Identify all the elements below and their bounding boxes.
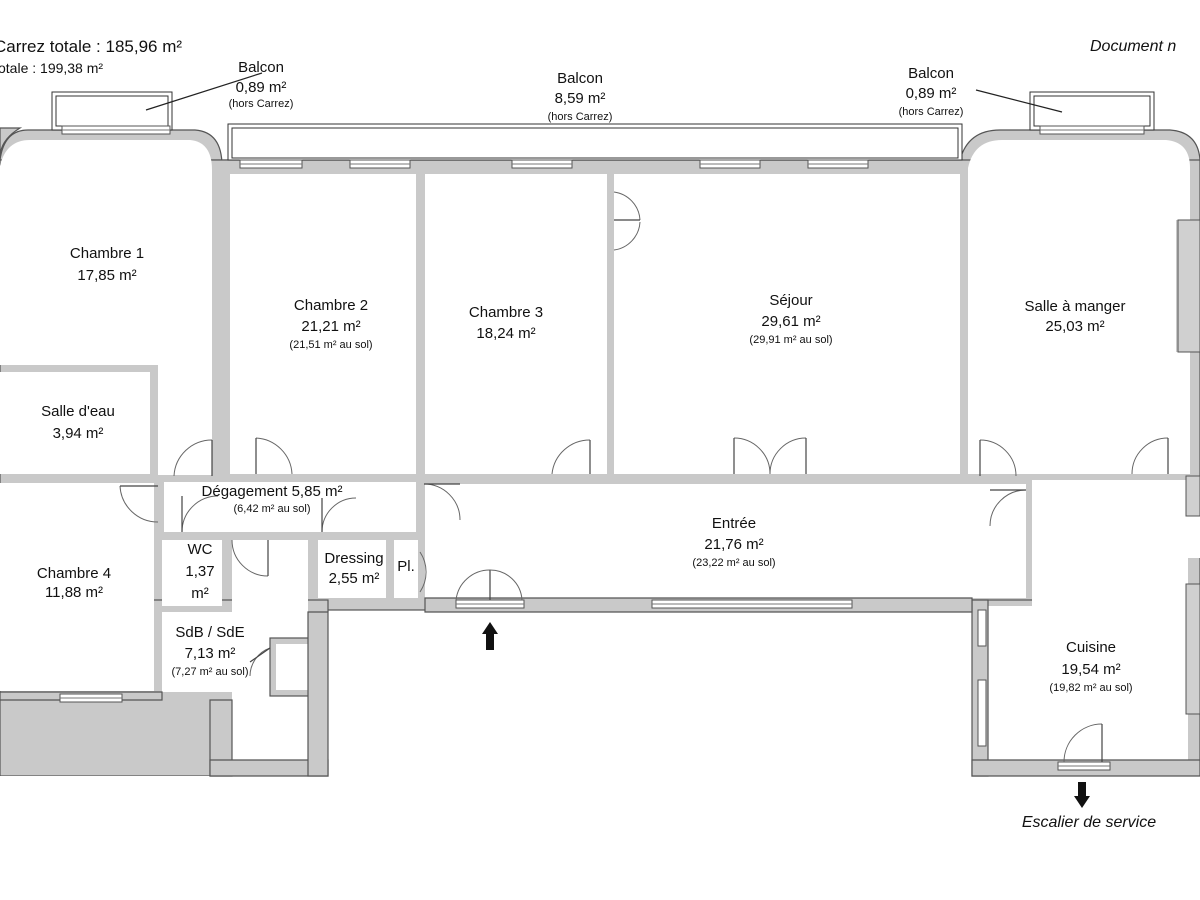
balcony-right-note: (hors Carrez) [899, 106, 964, 118]
sdb-name: SdB / SdE [175, 624, 244, 641]
leader-right [975, 89, 1063, 113]
sejour-name: Séjour [769, 292, 812, 309]
salle-eau-name: Salle d'eau [41, 403, 115, 420]
chambre-1-area [0, 140, 212, 475]
sdb-area [162, 540, 316, 760]
balcony-center-area: 8,59 m² [555, 90, 606, 107]
salle-a-manger-area [968, 140, 1190, 474]
chambre-1-area-text: 17,85 m² [77, 267, 136, 284]
service-stairs-text: Escalier de service [1022, 814, 1156, 831]
degagement-name: Dégagement 5,85 m² [202, 483, 343, 500]
chambre-4-area [0, 483, 154, 691]
balcony-left-note: (hors Carrez) [229, 98, 294, 110]
salle-eau-area [0, 372, 150, 474]
surface-total-text: otale : 199,38 m² [0, 60, 103, 76]
cuisine-area [988, 480, 1200, 770]
doors [119, 191, 1169, 763]
entree-area [425, 484, 1026, 598]
balcony-left-name: Balcon [238, 59, 284, 76]
windows [59, 125, 1145, 771]
cuisine-name: Cuisine [1066, 639, 1116, 656]
carrez-total-text: Carrez totale : 185,96 m² [0, 37, 182, 56]
chambre-3-name: Chambre 3 [469, 304, 543, 321]
service-stairs-arrow-icon [1074, 782, 1090, 808]
sdb-floor-text: (7,27 m² au sol) [171, 666, 248, 678]
leader-left [145, 72, 263, 111]
document-note-text: Document n [1090, 38, 1176, 55]
entree-floor-text: (23,22 m² au sol) [692, 557, 775, 569]
entree-area-text: 21,76 m² [704, 536, 763, 553]
chambre-3-area [425, 174, 607, 474]
chambre-2-name: Chambre 2 [294, 297, 368, 314]
chambre-2-floor-text: (21,51 m² au sol) [289, 339, 372, 351]
cuisine-floor-text: (19,82 m² au sol) [1049, 682, 1132, 694]
chambre-1-name: Chambre 1 [70, 245, 144, 262]
wc-area-number: 1,37 [185, 563, 214, 580]
wc-area [162, 540, 222, 606]
dressing-name: Dressing [324, 550, 383, 567]
salle-eau-area-text: 3,94 m² [53, 425, 104, 442]
cuisine-area-text: 19,54 m² [1061, 661, 1120, 678]
sejour-area-text: 29,61 m² [761, 313, 820, 330]
chambre-4-name: Chambre 4 [37, 565, 111, 582]
balcony-center-note: (hors Carrez) [548, 111, 613, 123]
degagement-floor-text: (6,42 m² au sol) [233, 503, 310, 515]
placard-area [394, 540, 418, 598]
room-interiors [0, 140, 1200, 900]
degagement-area [164, 482, 416, 532]
salle-a-manger-area-text: 25,03 m² [1045, 318, 1104, 335]
balcony-right-area: 0,89 m² [906, 85, 957, 102]
entrance-arrow-icon [482, 622, 498, 650]
wc-area-unit: m² [191, 585, 209, 602]
chambre-2-area [230, 174, 416, 474]
entree-name: Entrée [712, 515, 756, 532]
balcony-center-name: Balcon [557, 70, 603, 87]
sejour-area [614, 174, 960, 474]
dressing-area [318, 540, 386, 598]
balcony-right-name: Balcon [908, 65, 954, 82]
salle-a-manger-name: Salle à manger [1025, 298, 1126, 315]
exterior-court [328, 612, 972, 776]
chambre-3-area-text: 18,24 m² [476, 325, 535, 342]
labels: Carrez totale : 185,96 m² otale : 199,38… [0, 37, 1176, 831]
balconies [51, 91, 1155, 161]
sdb-area-text: 7,13 m² [185, 645, 236, 662]
chambre-4-area-text: 11,88 m² [45, 584, 103, 601]
dressing-area-text: 2,55 m² [329, 570, 380, 587]
chambre-2-area-text: 21,21 m² [301, 318, 360, 335]
wc-name: WC [188, 541, 213, 558]
sejour-floor-text: (29,91 m² au sol) [749, 334, 832, 346]
balcony-left-area: 0,89 m² [236, 79, 287, 96]
placard-name: Pl. [397, 558, 415, 575]
